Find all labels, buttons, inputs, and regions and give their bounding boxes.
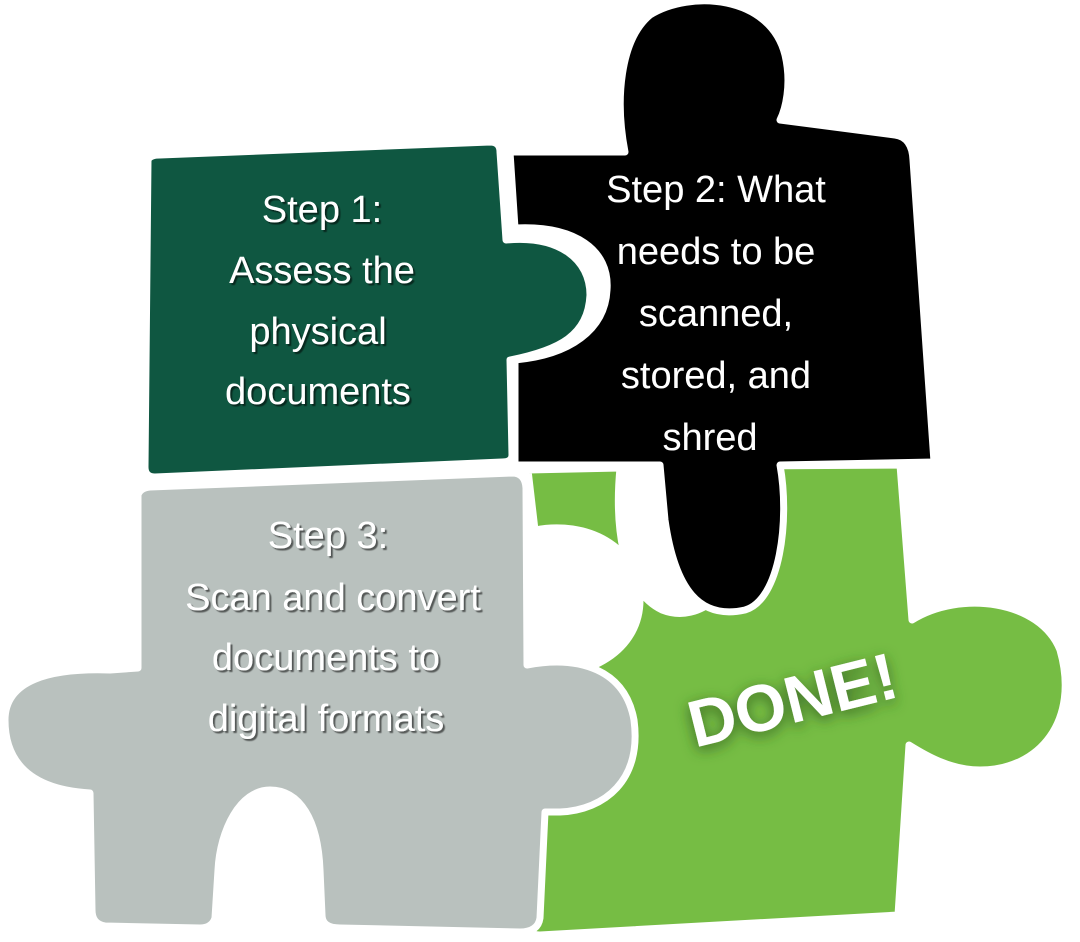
svg-text:scanned,: scanned, [639,293,793,335]
svg-text:Step 3:: Step 3: [268,515,388,557]
svg-text:Assess the: Assess the [229,250,415,292]
svg-text:documents to: documents to [212,637,440,679]
svg-text:stored, and: stored, and [621,355,811,397]
svg-text:Scan and convert: Scan and convert [185,577,481,619]
puzzle-piece-step3 [1,469,639,936]
step1-label: Step 1: Assess the physical documents [225,189,415,413]
svg-text:Step 1:: Step 1: [262,189,382,231]
svg-text:physical: physical [249,311,386,353]
svg-text:needs to be: needs to be [617,231,816,273]
svg-text:documents: documents [225,371,411,413]
svg-text:digital formats: digital formats [208,698,445,740]
step2-label: Step 2: What needs to be scanned, stored… [606,169,826,459]
puzzle-piece-done [524,461,1069,939]
puzzle-piece-step1 [141,138,594,481]
svg-text:shred: shred [662,417,757,459]
step3-label: Step 3: Scan and convert documents to di… [185,515,481,740]
svg-text:Step 2: What: Step 2: What [606,169,826,211]
puzzle-piece-step2 [506,0,938,616]
